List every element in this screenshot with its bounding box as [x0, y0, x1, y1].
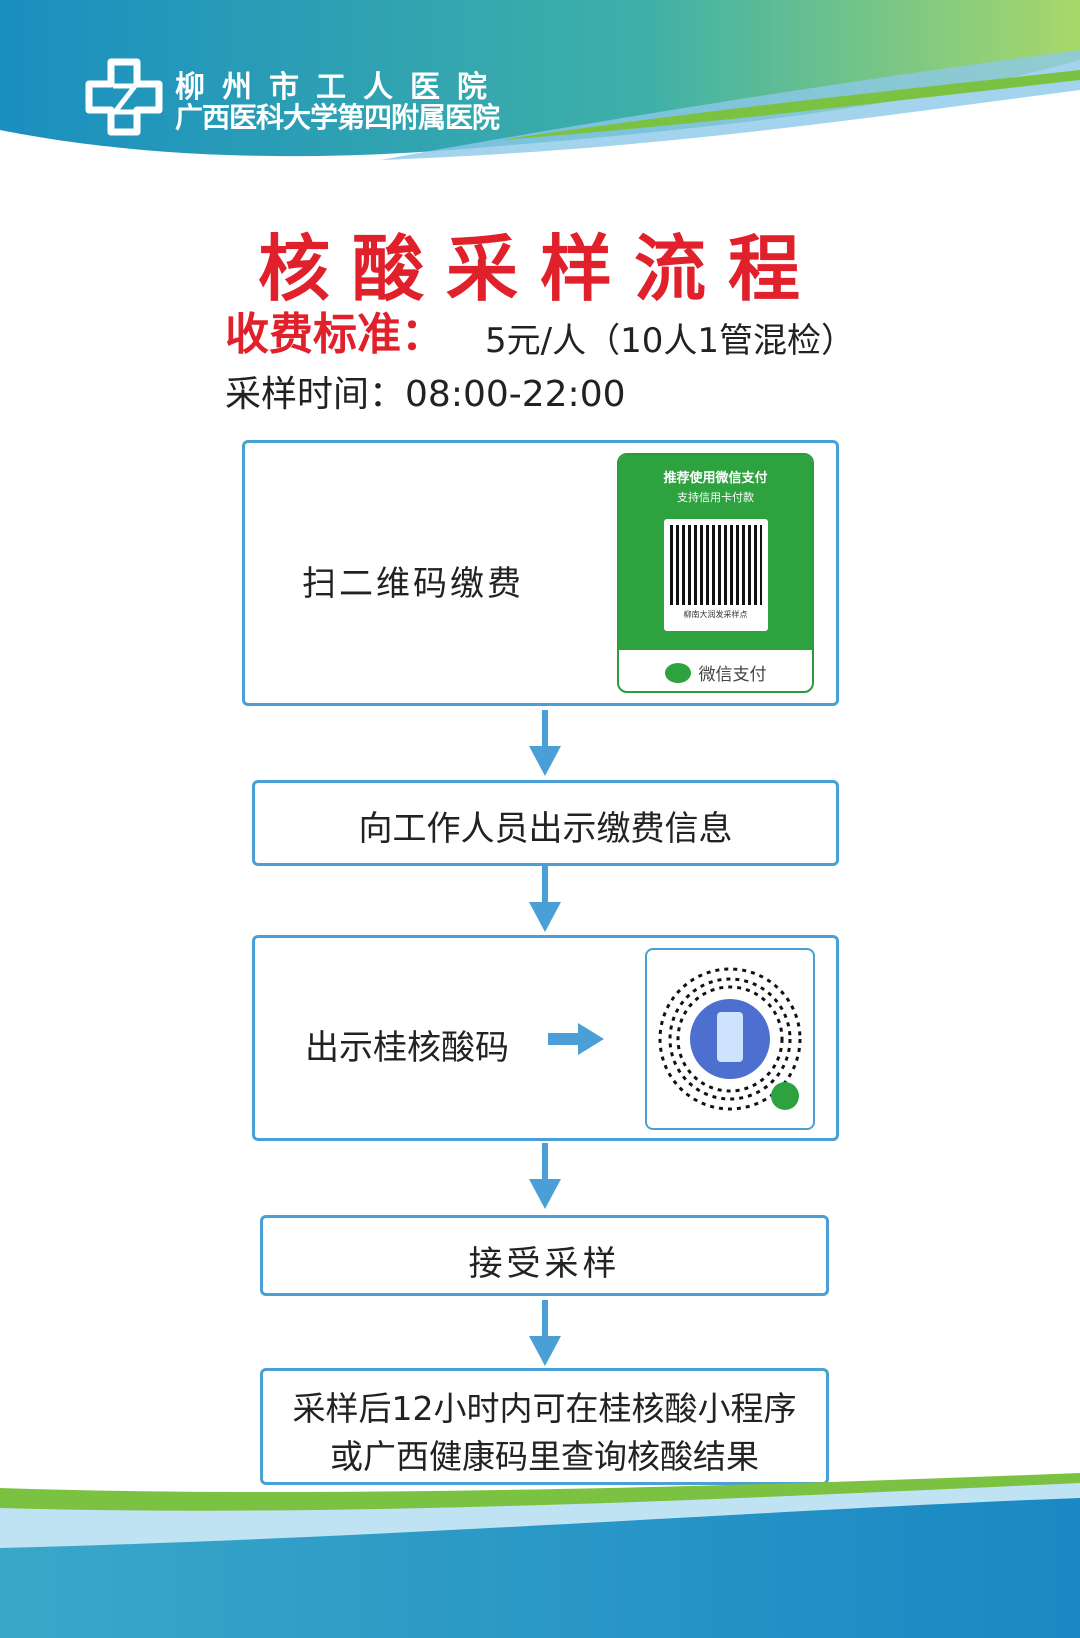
- arrow-down-icon: [529, 866, 561, 932]
- step-label: 出示桂核酸码: [305, 1028, 509, 1068]
- qr-code-icon: [669, 525, 762, 605]
- step-check-result: [260, 1368, 829, 1485]
- time-label: 采样时间：: [225, 374, 406, 415]
- step-label-line2: 或广西健康码里查询核酸结果: [330, 1437, 759, 1476]
- footer-banner: [0, 1473, 1080, 1638]
- step-label: 向工作人员出示缴费信息: [358, 809, 733, 849]
- mini-program-code-icon: [658, 967, 802, 1111]
- wechat-pay-qr-card[interactable]: 推荐使用微信支付 支持信用卡付款 柳南大润发采样点 微信支付: [617, 453, 814, 693]
- arrow-down-icon: [529, 1300, 561, 1366]
- step-label: 接受采样: [468, 1244, 621, 1284]
- step-show-payment: [252, 780, 839, 866]
- page-title: 核酸采样流程: [257, 227, 822, 311]
- step-sampling: [260, 1215, 829, 1296]
- credit-text: 支持信用卡付款: [677, 491, 754, 504]
- header-banner: [0, 0, 1080, 160]
- hospital-logo: [85, 58, 163, 136]
- site-text: 柳南大润发采样点: [683, 610, 748, 619]
- mini-program-code[interactable]: [645, 948, 815, 1130]
- step-label-line1: 采样后12小时内可在桂核酸小程序: [292, 1389, 797, 1428]
- wechat-icon: [664, 662, 691, 683]
- qr-code[interactable]: 柳南大润发采样点: [663, 519, 768, 631]
- arrow-down-icon: [529, 1143, 561, 1209]
- fee-label: 收费标准：: [225, 309, 445, 360]
- brand-text: 微信支付: [698, 665, 767, 685]
- sampling-time: 采样时间：08:00-22:00: [225, 365, 626, 417]
- time-value: 08:00-22:00: [405, 374, 626, 415]
- fee-value: 5元/人（10人1管混检）: [485, 321, 855, 361]
- hospital-name: 柳州市工人医院: [175, 70, 504, 105]
- arrow-right-icon: [548, 1023, 604, 1055]
- step-label: 扫二维码缴费: [302, 564, 524, 604]
- arrow-down-icon: [529, 710, 561, 776]
- hospital-subname: 广西医科大学第四附属医院: [175, 101, 500, 134]
- recommend-text: 推荐使用微信支付: [663, 471, 768, 486]
